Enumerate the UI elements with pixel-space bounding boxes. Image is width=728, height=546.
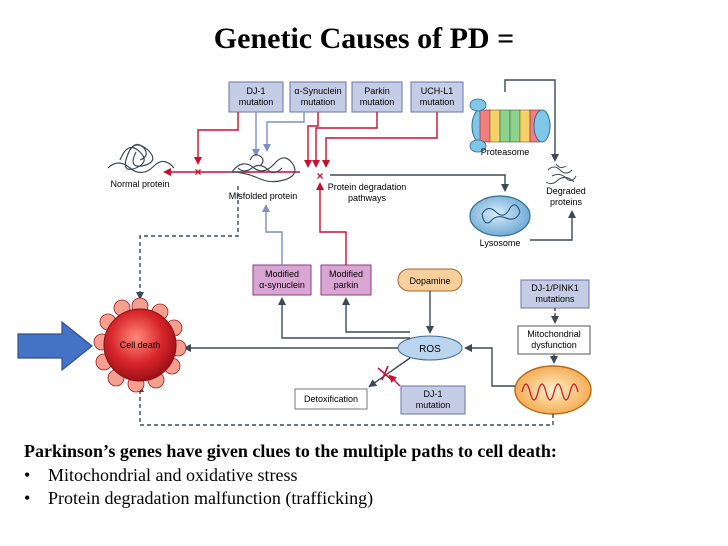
asyn-mutation-line1: α-Synuclein bbox=[294, 86, 341, 96]
ros-label: ROS bbox=[419, 344, 441, 355]
pointer-arrow bbox=[17, 320, 93, 372]
lysosome-return-arrow bbox=[530, 210, 576, 241]
dj1-mutation-bottom-line1: DJ-1 bbox=[423, 389, 442, 399]
ros-to-modified-parkin-arrow bbox=[342, 297, 410, 333]
uchl1-mutation-line2: mutation bbox=[420, 97, 455, 107]
modified-parkin-line1: Modified bbox=[329, 269, 363, 279]
dopamine-label: Dopamine bbox=[409, 276, 450, 286]
dj1-pink1-line2: mutations bbox=[535, 294, 575, 304]
modified-asyn-to-misfolded-arrow bbox=[262, 204, 283, 265]
dj1-mutation-line1: DJ-1 bbox=[246, 86, 265, 96]
bullet-dot: • bbox=[24, 465, 31, 485]
misfolded-protein-glyph bbox=[231, 154, 296, 183]
modified-parkin-inhibit-arrow bbox=[316, 182, 347, 265]
normal-protein-label: Normal protein bbox=[110, 179, 169, 189]
degraded-label-line1: Degraded bbox=[546, 186, 586, 196]
mito-dysfunction-box: Mitochondrial dysfunction bbox=[517, 325, 591, 355]
caption-bullet-2: • Protein degradation malfunction (traffi… bbox=[24, 488, 373, 509]
modified-parkin-line2: parkin bbox=[334, 280, 359, 290]
mito-to-ros-arrow bbox=[464, 344, 515, 387]
asyn-mutation-line2: mutation bbox=[301, 97, 336, 107]
bullet-dot: • bbox=[24, 488, 31, 508]
detoxification-box: Detoxification bbox=[294, 388, 368, 410]
misfolded-protein-label: Misfolded protein bbox=[229, 191, 298, 201]
proteasome-label: Proteasome bbox=[481, 147, 530, 157]
detoxification-label: Detoxification bbox=[304, 394, 358, 404]
svg-text:×: × bbox=[194, 165, 201, 179]
cell-death-label: Cell death bbox=[120, 340, 161, 350]
dj1-pink1-box: DJ-1/PINK1 mutations bbox=[520, 279, 590, 309]
svg-text:×: × bbox=[316, 169, 323, 183]
dj1-bottom-inhibit-arrow bbox=[388, 374, 401, 387]
modified-parkin-box: Modified parkin bbox=[320, 264, 372, 296]
normal-protein-glyph bbox=[107, 143, 175, 174]
mutation-arrows: × × bbox=[163, 112, 509, 192]
dj1-mutation-line2: mutation bbox=[239, 97, 274, 107]
parkin-mutation-line1: Parkin bbox=[364, 86, 390, 96]
uchl1-mutation-box: UCH-L1 mutation bbox=[410, 81, 464, 113]
caption-bullet-1-text: Mitochondrial and oxidative stress bbox=[48, 465, 298, 485]
misfolded-to-cell-death-dashed bbox=[136, 186, 239, 300]
modified-asyn-line1: Modified bbox=[265, 269, 299, 279]
pathways-label-line2: pathways bbox=[348, 193, 387, 203]
mito-dysfunction-line1: Mitochondrial bbox=[527, 329, 581, 339]
slide-title: Genetic Causes of PD = bbox=[213, 22, 515, 55]
caption-heading: Parkinson’s genes have given clues to th… bbox=[24, 441, 557, 461]
parkin-mutation-box: Parkin mutation bbox=[351, 81, 403, 113]
dj1-inhibit-arrow bbox=[194, 112, 239, 165]
uchl1-inhibit-arrow bbox=[322, 112, 438, 168]
modified-asyn-line2: α-synuclein bbox=[259, 280, 305, 290]
degraded-proteins-glyph bbox=[545, 163, 577, 185]
modified-asyn-box: Modified α-synuclein bbox=[252, 264, 312, 296]
dj1-mutation-bottom-line2: mutation bbox=[416, 400, 451, 410]
ros-to-modified-asyn-arrow bbox=[278, 297, 410, 339]
dopamine-node: Dopamine bbox=[397, 268, 463, 292]
asyn-inhibit-arrow bbox=[304, 112, 319, 168]
caption-bullet-2-text: Protein degradation malfunction (traffic… bbox=[48, 488, 374, 508]
degraded-label-line2: proteins bbox=[550, 197, 583, 207]
ros-to-detox-arrow bbox=[368, 357, 411, 388]
degradation-flow-line bbox=[330, 174, 509, 192]
dj1-pink1-line1: DJ-1/PINK1 bbox=[531, 283, 579, 293]
lysosome-glyph bbox=[469, 195, 531, 237]
asyn-promote-arrow bbox=[263, 112, 305, 152]
mito-to-cell-death-dashed bbox=[136, 384, 554, 426]
pathways-label-line1: Protein degradation bbox=[328, 182, 407, 192]
mitochondrion-glyph bbox=[514, 365, 592, 415]
proteasome-glyph bbox=[469, 98, 551, 153]
cell-death-glyph: Cell death bbox=[93, 297, 187, 393]
caption-bullet-1: • Mitochondrial and oxidative stress bbox=[24, 465, 297, 486]
parkin-inhibit-arrow bbox=[312, 112, 378, 168]
uchl1-mutation-line1: UCH-L1 bbox=[421, 86, 454, 96]
proteasome-entry-arrow bbox=[504, 79, 559, 162]
dj1-inhibit-detox-mark bbox=[377, 365, 393, 381]
mito-dysfunction-line2: dysfunction bbox=[531, 340, 577, 350]
dj1-mutation-box: DJ-1 mutation bbox=[228, 81, 284, 113]
asyn-mutation-box: α-Synuclein mutation bbox=[289, 81, 347, 113]
dj1-mutation-bottom-box: DJ-1 mutation bbox=[400, 385, 466, 415]
parkin-mutation-line2: mutation bbox=[360, 97, 395, 107]
lysosome-label: Lysosome bbox=[480, 238, 521, 248]
ros-node: ROS bbox=[397, 335, 463, 361]
